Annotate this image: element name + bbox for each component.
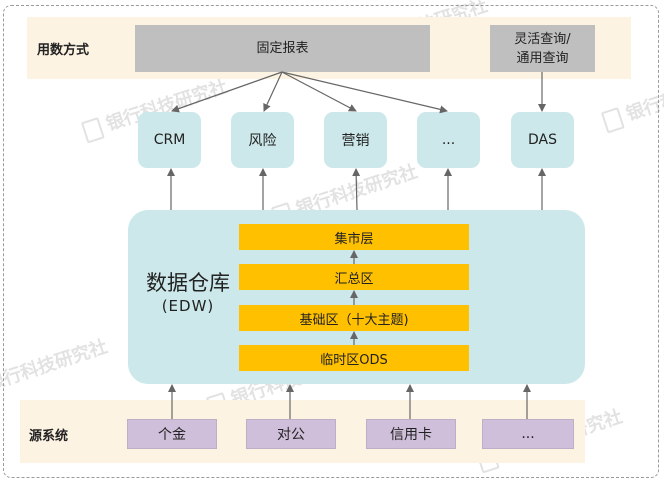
- source-band-label: 源系统: [29, 429, 69, 444]
- app-label: DAS: [528, 132, 557, 148]
- flex-query-label-line1: 灵活查询/: [514, 31, 571, 47]
- source-box-credit-card[interactable]: 信用卡: [366, 419, 456, 449]
- app-label: 风险: [248, 133, 277, 149]
- flex-query-label-line2: 通用查询: [516, 50, 569, 66]
- layer-summary[interactable]: 汇总区: [239, 264, 469, 290]
- layer-ods[interactable]: 临时区ODS: [239, 345, 469, 371]
- source-box-more[interactable]: ...: [482, 419, 574, 449]
- source-label: 对公: [277, 427, 305, 443]
- fixed-report-box[interactable]: 固定报表: [135, 25, 430, 72]
- app-box-das[interactable]: DAS: [511, 112, 574, 168]
- diagram-frame: [3, 5, 659, 478]
- app-label: 营销: [341, 133, 370, 149]
- layer-label: 集市层: [334, 231, 374, 247]
- source-label: ...: [521, 426, 535, 442]
- app-label: ...: [441, 132, 456, 148]
- app-box-crm[interactable]: CRM: [138, 112, 201, 168]
- arrow-report-to-risk: [263, 71, 283, 112]
- app-label: CRM: [153, 132, 186, 148]
- usage-band-label: 用数方式: [37, 43, 90, 58]
- layer-base[interactable]: 基础区（十大主题): [239, 305, 469, 331]
- app-box-more[interactable]: ...: [417, 112, 480, 168]
- source-label: 信用卡: [390, 427, 432, 443]
- layer-label: 汇总区: [334, 271, 374, 287]
- layer-label: 基础区（十大主题): [299, 312, 409, 328]
- layer-label: 临时区ODS: [320, 352, 388, 368]
- warehouse-title: 数据仓库: [146, 271, 230, 295]
- fixed-report-label: 固定报表: [256, 41, 309, 56]
- arrow-edw-to-marketing: [352, 168, 361, 211]
- arrow-report-to-more: [281, 71, 448, 114]
- flex-query-box[interactable]: 灵活查询/ 通用查询: [490, 25, 595, 72]
- warehouse-subtitle: (EDW): [161, 297, 215, 315]
- arrow-report-to-crm: [171, 71, 283, 113]
- layer-mart[interactable]: 集市层: [239, 224, 469, 250]
- app-box-marketing[interactable]: 营销: [324, 112, 387, 168]
- arrow-report-to-marketing: [281, 71, 357, 112]
- app-box-risk[interactable]: 风险: [231, 112, 294, 168]
- source-box-corporate[interactable]: 对公: [246, 419, 336, 449]
- source-box-retail[interactable]: 个金: [127, 419, 217, 449]
- source-label: 个金: [158, 427, 186, 443]
